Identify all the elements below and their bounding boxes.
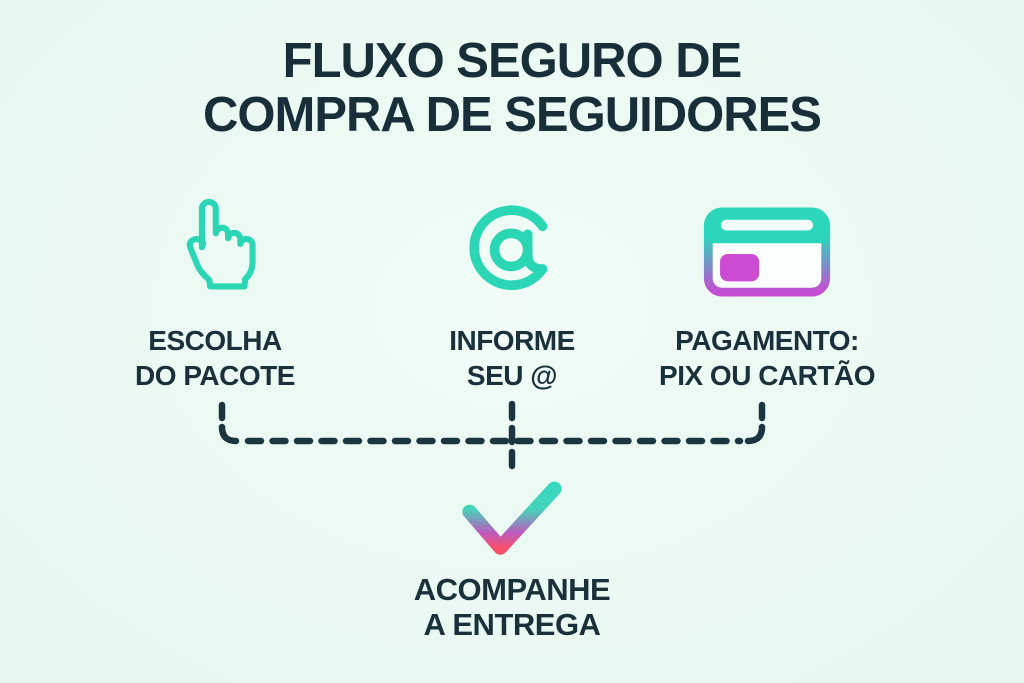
step-label-track-delivery: ACOMPANHE A ENTREGA (413, 572, 611, 642)
step1-label-line2: DO PACOTE (135, 360, 295, 391)
at-sign-icon (464, 190, 560, 297)
step-inform-handle: INFORME SEU @ (387, 190, 637, 393)
step1-label-line1: ESCOLHA (148, 325, 282, 356)
step2-label-line2: SEU @ (466, 360, 558, 391)
dashed-flow-connector (218, 400, 766, 476)
title-line-2: COMPRA DE SEGUIDORES (203, 88, 822, 142)
step-choose-package: ESCOLHA DO PACOTE (90, 190, 340, 393)
hand-pointer-icon (174, 190, 256, 297)
step3-label-line2: PIX OU CARTÃO (659, 360, 875, 391)
final-label-line1: ACOMPANHE (413, 572, 611, 607)
step-payment: PAGAMENTO: PIX OU CARTÃO (642, 190, 892, 393)
step-label-inform-handle: INFORME SEU @ (449, 323, 575, 393)
title-line-1: FLUXO SEGURO DE (282, 34, 743, 88)
page-title: FLUXO SEGURO DE COMPRA DE SEGUIDORES (0, 34, 1024, 142)
step-track-delivery: ACOMPANHE A ENTREGA (0, 480, 1024, 642)
final-label-line2: A ENTREGA (423, 607, 601, 642)
step2-label-line1: INFORME (449, 325, 575, 356)
credit-card-icon (703, 190, 831, 297)
step-label-payment: PAGAMENTO: PIX OU CARTÃO (659, 323, 875, 393)
step3-label-line1: PAGAMENTO: (675, 325, 859, 356)
step-label-choose-package: ESCOLHA DO PACOTE (135, 323, 295, 393)
checkmark-icon (459, 480, 565, 560)
